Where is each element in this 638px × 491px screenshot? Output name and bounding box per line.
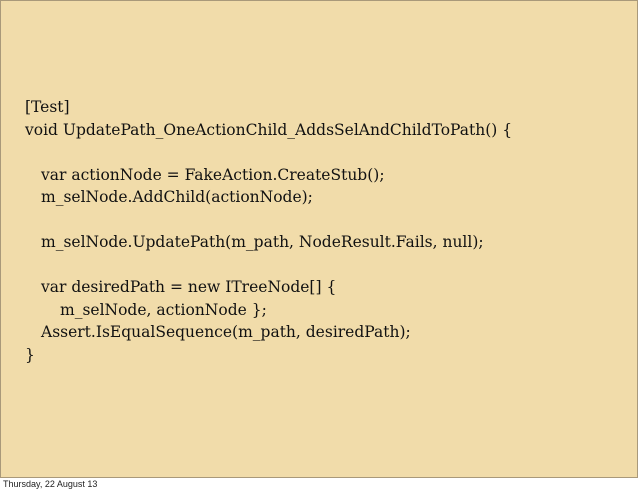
code-line: m_selNode.UpdatePath(m_path, NodeResult.… bbox=[41, 233, 484, 251]
code-line-blank bbox=[25, 209, 512, 232]
code-line: var desiredPath = new ITreeNode[] { bbox=[41, 278, 337, 296]
code-line: m_selNode, actionNode }; bbox=[60, 300, 267, 319]
code-line: var actionNode = FakeAction.CreateStub()… bbox=[41, 165, 385, 184]
code-line: } bbox=[25, 345, 35, 364]
code-line-blank bbox=[25, 254, 512, 277]
code-line: m_selNode.AddChild(actionNode); bbox=[41, 188, 313, 206]
code-block: [Test] void UpdatePath_OneActionChild_Ad… bbox=[25, 96, 512, 366]
code-line: [Test] bbox=[25, 98, 70, 116]
code-line: void UpdatePath_OneActionChild_AddsSelAn… bbox=[25, 120, 513, 139]
slide: [Test] void UpdatePath_OneActionChild_Ad… bbox=[0, 0, 638, 478]
footer-date: Thursday, 22 August 13 bbox=[3, 479, 98, 489]
code-line-blank bbox=[25, 141, 512, 164]
code-line: Assert.IsEqualSequence(m_path, desiredPa… bbox=[41, 323, 411, 341]
